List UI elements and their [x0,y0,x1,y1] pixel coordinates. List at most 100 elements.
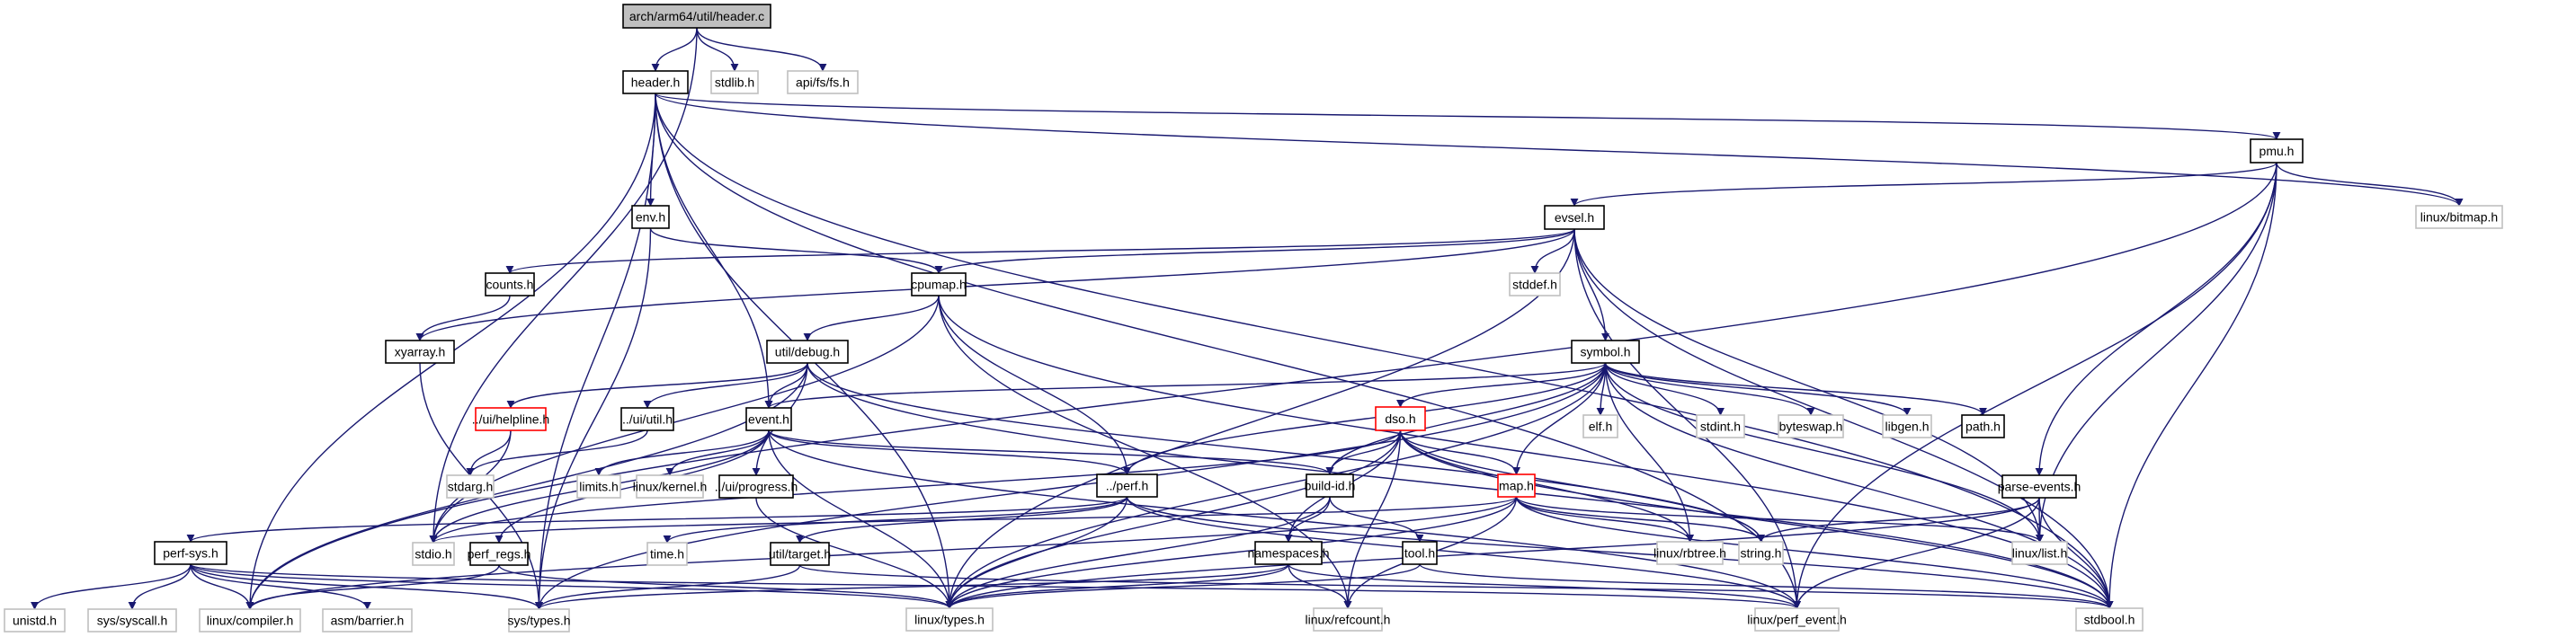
node-elf-h: elf.h [1582,414,1618,438]
edge-cpumap_h-to-stdio_h [429,295,940,544]
node-map-h[interactable]: map.h [1497,473,1536,498]
node-label: header.h [631,75,681,90]
edge-symbol_h-to-stdint_h [1604,362,1725,416]
edge-evsel_h-to-counts_h [505,228,1575,274]
node-stddef-h: stddef.h [1509,272,1561,296]
node-tool-h[interactable]: tool.h [1402,541,1438,565]
node-ui-util-h[interactable]: ../ui/util.h [620,407,674,431]
node-linux-rbtree-h: linux/rbtree.h [1653,541,1726,565]
node-label: env.h [636,210,665,225]
node-path-h[interactable]: path.h [1961,414,2005,438]
edge-line [649,227,943,274]
node-evsel-h[interactable]: evsel.h [1544,205,1605,230]
node-label: linux/list.h [2012,546,2067,561]
node-stdio-h: stdio.h [412,542,455,566]
edge-line [1284,496,1331,543]
node-header-h[interactable]: header.h [622,70,689,94]
edge-line [415,295,511,341]
node-label: arch/arm64/util/header.c [629,9,764,23]
edge-namespaces_h-to-linux_perf_event_h [1288,563,1801,609]
node-build-id-h[interactable]: build-id.h [1305,473,1356,498]
edge-event_h-to-linux_types_h [768,429,954,609]
edge-symbol_h-to-event_h [764,362,1607,409]
edge-evsel_h-to-linux_list_h [1573,228,2044,543]
edge-line [945,563,1289,609]
node-cpumap-h[interactable]: cpumap.h [911,272,967,296]
node-label: perf-sys.h [163,546,218,561]
node-stdbool-h: stdbool.h [2075,607,2144,632]
edge-line [1515,496,1694,543]
node-util-target-h[interactable]: util/target.h [769,542,831,566]
node-box [485,272,535,296]
node-env-h[interactable]: env.h [631,205,670,229]
edge-evsel_h-to-xyarray_h [415,228,1575,341]
node-label: namespaces.h [1247,546,1329,561]
edge-root-to-stdio_h [429,27,698,544]
node-box [1402,541,1438,565]
node-label: ../perf.h [1106,479,1148,493]
edge-cpumap_h-to-util_debug_h [803,295,940,341]
node-counts-h[interactable]: counts.h [485,272,535,296]
edge-line [768,429,1334,475]
node-box [911,272,967,296]
edge-line [934,228,1575,274]
node-box [1254,541,1323,565]
node-box [4,608,66,633]
edge-line [1288,563,1801,609]
node-label: byteswap.h [1779,420,1843,434]
node-label: util/target.h [769,547,831,562]
edge-line [128,563,192,610]
node-box [718,474,794,499]
edge-line [505,228,1575,274]
node-perf-regs-h[interactable]: perf_regs.h [468,542,531,566]
node-box [446,474,495,499]
node-box [1497,473,1536,498]
edge-tool_h-to-linux_types_h [945,563,1421,609]
node-box [1778,414,1844,438]
node-pmu-h[interactable]: pmu.h [2250,138,2304,164]
edge-line [798,564,2114,609]
node-unistd-h: unistd.h [4,608,66,633]
edge-map_h-to-stdbool_h [1515,496,2114,609]
node-limits-h: limits.h [576,474,621,499]
node-label: event.h [748,412,789,427]
node-ui-progress-h[interactable]: ../ui/progress.h [715,474,798,499]
edge-line [535,227,652,610]
node-label: tool.h [1404,546,1435,561]
edge-pmu_h-to-evsel_h [1570,162,2277,207]
node-dso-h[interactable]: dso.h [1375,406,1426,431]
edge-line [665,429,770,476]
node-label: asm/barrier.h [331,614,405,628]
node-perf-h[interactable]: ../perf.h [1096,473,1158,498]
node-label: dso.h [1385,411,1415,426]
node-xyarray-h[interactable]: xyarray.h [385,340,455,364]
edge-perf_sys_h-to-linux_compiler_h [190,563,254,610]
edge-line [190,563,371,610]
node-label: stdint.h [1700,420,1741,434]
edge-line [245,162,2277,610]
edge-event_h-to-perf_regs_h [495,429,770,544]
node-label: stdlib.h [715,75,754,90]
node-parse-events-h[interactable]: parse-events.h [1998,474,2081,499]
node-perf-sys-h[interactable]: perf-sys.h [154,541,227,565]
node-linux-perf-event-h: linux/perf_event.h [1747,607,1847,632]
edge-cpumap_h-to-stdbool_h [938,295,2114,609]
node-box [646,542,688,566]
edge-symbol_h-to-byteswap_h [1604,362,1815,416]
node-symbol-h[interactable]: symbol.h [1571,340,1640,364]
edge-line [807,362,2114,609]
node-ui-helpline-h[interactable]: ../ui/helpline.h [472,407,549,431]
edge-perf_sys_h-to-linux_perf_event_h [190,563,1801,609]
node-root[interactable]: arch/arm64/util/header.c [622,4,771,29]
nodes-layer: arch/arm64/util/header.c header.h stdlib.h… [4,4,2503,633]
node-namespaces-h[interactable]: namespaces.h [1247,541,1330,565]
edge-header_h-to-linux_bitmap_h [655,93,2464,207]
node-box [1571,340,1640,364]
node-box [1544,205,1605,230]
edge-line [945,228,1575,609]
node-util-debug-h[interactable]: util/debug.h [766,340,849,364]
node-box [1509,272,1561,296]
edge-perf_sys_h-to-unistd_h [31,563,192,610]
node-event-h[interactable]: event.h [745,407,792,431]
edge-line [1604,362,2044,543]
